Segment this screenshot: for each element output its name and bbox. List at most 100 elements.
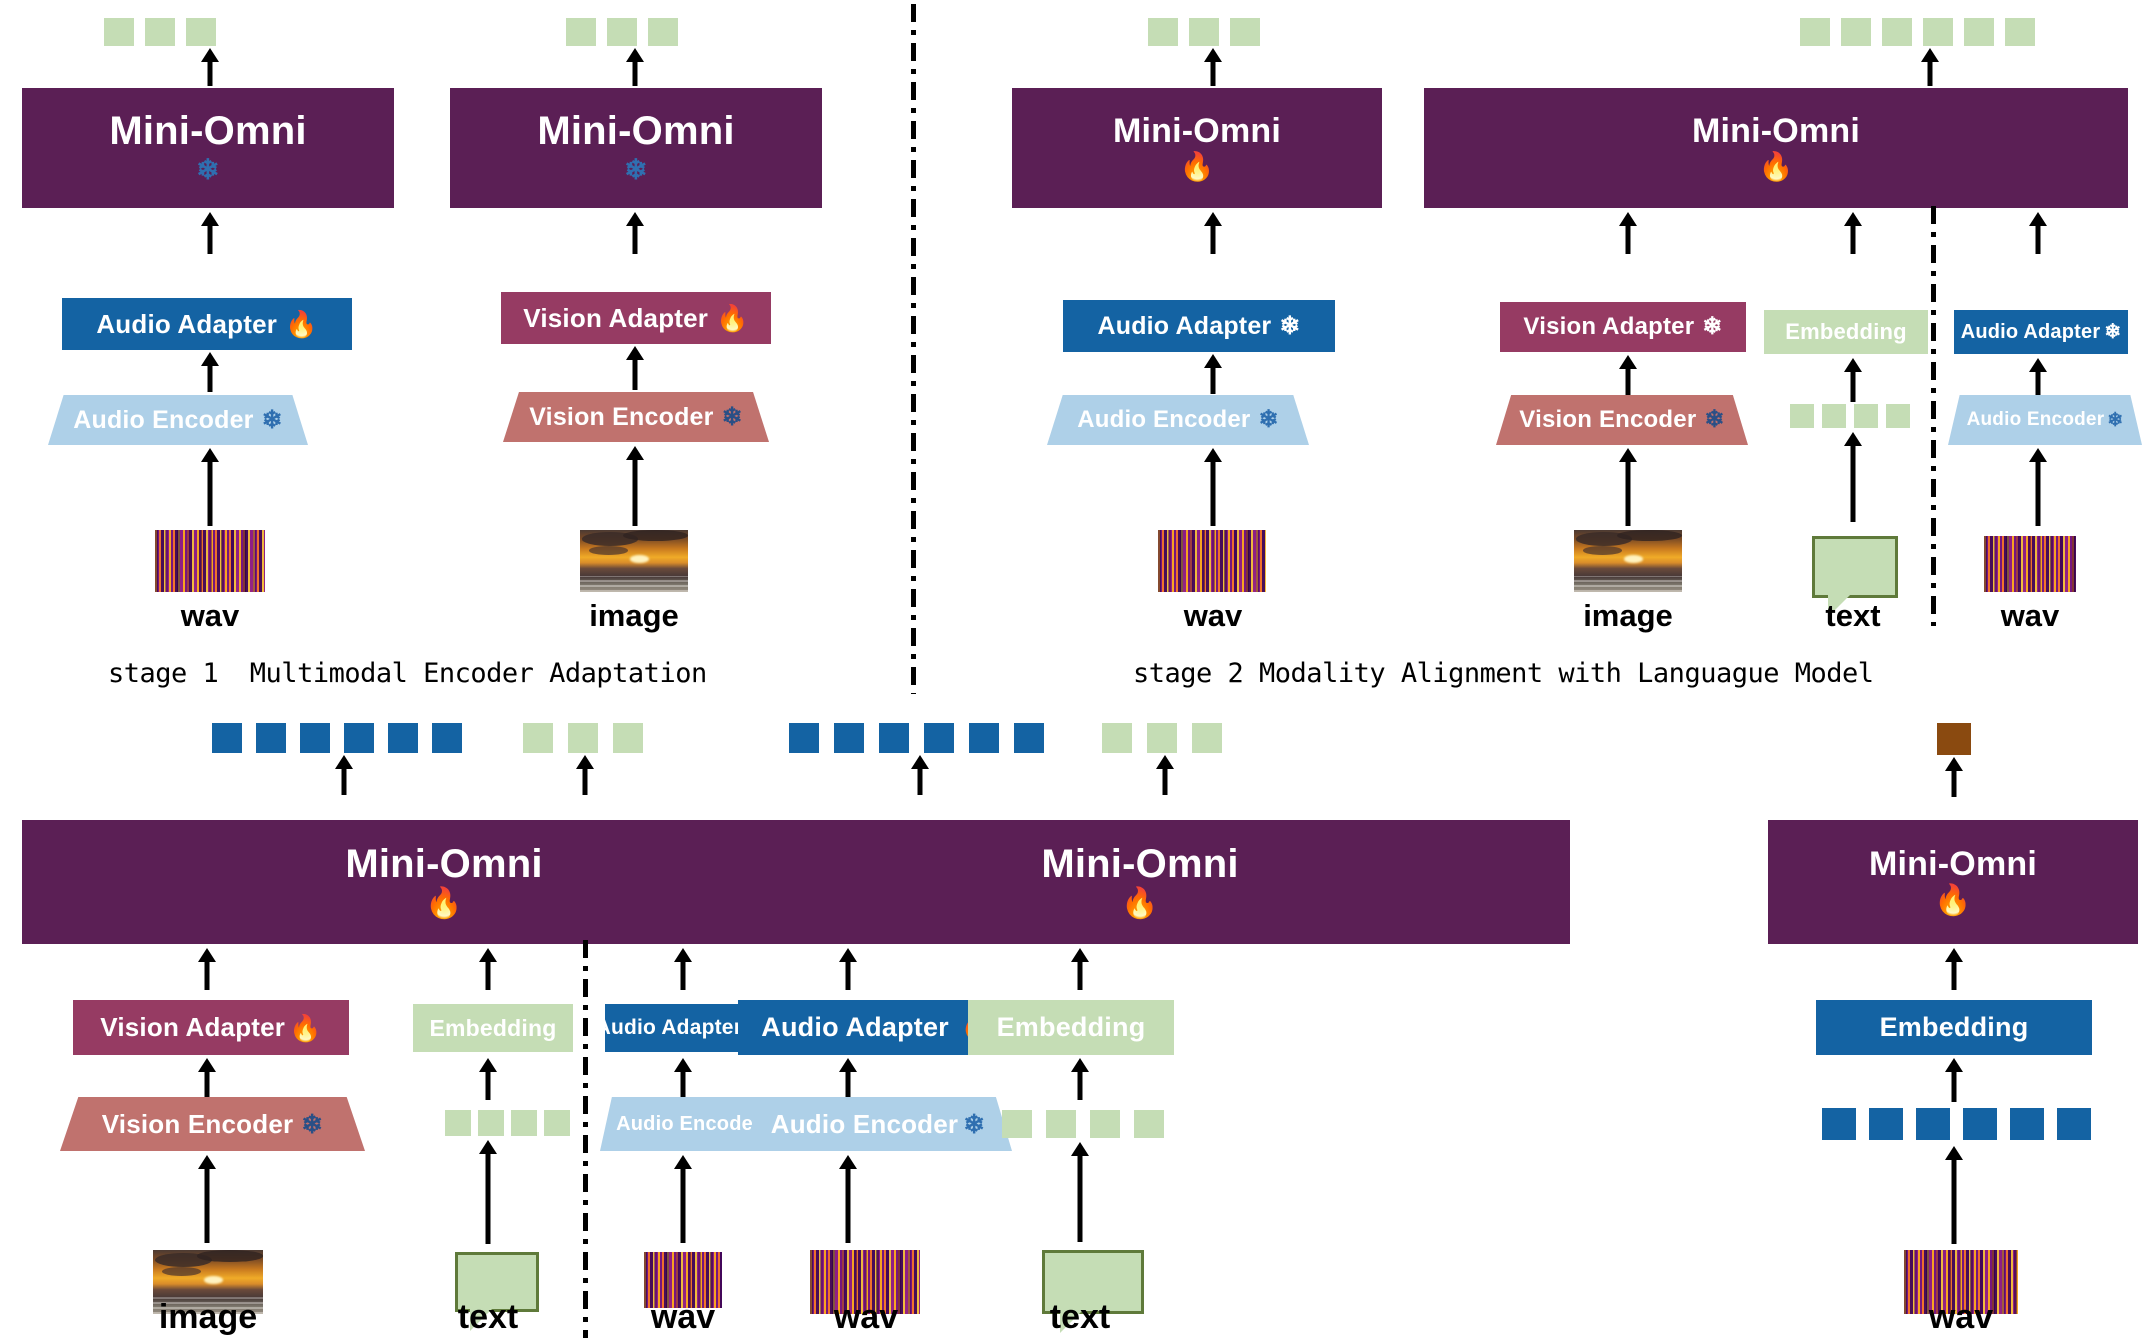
stage2-caption: stage 2 Modality Alignment with Languagu… [1133, 658, 1874, 689]
audio-encoder-block: Audio Encoder ❄ [744, 1097, 1012, 1151]
flow-arrow [1944, 1146, 1964, 1244]
text-token [445, 1110, 471, 1136]
model-title: Mini-Omni [1113, 111, 1281, 150]
output-token [523, 723, 553, 753]
audio-encoder-label: Audio Encoder [616, 1112, 761, 1135]
output-token [1147, 723, 1177, 753]
output-token [432, 723, 462, 753]
output-token [879, 723, 909, 753]
vision-encoder-label: Vision Encoder [1519, 406, 1697, 433]
input-label-text: text [1049, 1298, 1111, 1336]
output-token-audio [1937, 723, 1971, 755]
audio-adapter-block: Audio Adapter 🔥 [62, 298, 352, 350]
flow-arrow [1944, 948, 1964, 990]
audio-encoder-label: Audio Encoder [1966, 409, 2105, 430]
output-token [1841, 18, 1871, 46]
embedding-label: Embedding [1785, 319, 1907, 344]
output-token [1102, 723, 1132, 753]
output-token [145, 18, 175, 46]
flow-arrow [673, 1058, 693, 1100]
flow-arrow [1203, 212, 1223, 254]
flame-icon: 🔥 [285, 309, 318, 339]
frozen-icon: ❄ [1258, 406, 1279, 433]
model-block-mini-omni: Mini-Omni 🔥 [710, 820, 1570, 944]
panel-divider [911, 4, 916, 694]
sub-panel-divider [1931, 206, 1936, 626]
text-token [1822, 404, 1846, 428]
flame-icon: 🔥 [1179, 150, 1215, 182]
embedding-block: Embedding [968, 1000, 1174, 1055]
output-token [1230, 18, 1260, 46]
output-token [566, 18, 596, 46]
input-label-wav: wav [650, 1298, 716, 1336]
flow-arrow [1843, 212, 1863, 254]
input-label-text: text [457, 1298, 519, 1336]
text-bubble-icon [1042, 1250, 1144, 1337]
vision-encoder-block: Vision Encoder ❄ [1496, 395, 1748, 445]
wav-spectrogram-thumbnail [1158, 530, 1266, 592]
image-thumbnail [580, 530, 688, 592]
vision-adapter-label: Vision Adapter [523, 302, 709, 333]
input-label-wav: wav [2000, 598, 2060, 633]
vision-adapter-block: Vision Adapter 🔥 [501, 292, 771, 344]
stage1-caption: stage 1 Multimodal Encoder Adaptation [108, 658, 707, 689]
flow-arrow [2028, 212, 2048, 254]
output-token [256, 723, 286, 753]
audio-token [1963, 1108, 1997, 1140]
model-title: Mini-Omni [1869, 844, 2037, 883]
wav-spectrogram-thumbnail [644, 1252, 722, 1308]
vision-adapter-block: Vision Adapter 🔥 [73, 1000, 349, 1055]
output-token [104, 18, 134, 46]
embedding-label: Embedding [1879, 1012, 2029, 1042]
text-token [1854, 404, 1878, 428]
frozen-icon: ❄ [1702, 313, 1723, 340]
frozen-icon: ❄ [261, 405, 283, 434]
frozen-icon: ❄ [624, 153, 648, 185]
text-token [1046, 1110, 1076, 1138]
output-token [1923, 18, 1953, 46]
output-token [300, 723, 330, 753]
flow-arrow [478, 1140, 498, 1244]
flow-arrow [1070, 948, 1090, 990]
flow-arrow [1944, 757, 1964, 797]
flow-arrow [838, 948, 858, 990]
flow-arrow [1920, 48, 1940, 86]
text-token [1134, 1110, 1164, 1138]
output-token [1800, 18, 1830, 46]
audio-token [1916, 1108, 1950, 1140]
audio-token [1869, 1108, 1903, 1140]
text-token [478, 1110, 504, 1136]
frozen-icon: ❄ [963, 1109, 986, 1139]
flow-arrow [1618, 448, 1638, 526]
output-token [1882, 18, 1912, 46]
image-thumbnail [153, 1250, 263, 1314]
output-token [1189, 18, 1219, 46]
flow-arrow [197, 1155, 217, 1243]
model-block-mini-omni: Mini-Omni 🔥 [1012, 88, 1382, 208]
input-label-image: image [158, 1298, 258, 1336]
flow-arrow [334, 755, 354, 795]
flow-arrow [478, 948, 498, 990]
audio-adapter-label: Audio Adapter [761, 1012, 949, 1042]
flow-arrow [625, 212, 645, 254]
output-token [648, 18, 678, 46]
embedding-block: Embedding [1816, 1000, 2092, 1055]
output-token [568, 723, 598, 753]
output-token [969, 723, 999, 753]
audio-encoder-block: Audio Encoder ❄ [1948, 395, 2142, 445]
model-title: Mini-Omni [1041, 841, 1239, 886]
frozen-icon: ❄ [1279, 311, 1301, 340]
output-token [613, 723, 643, 753]
input-label-wav: wav [833, 1298, 899, 1336]
output-token [1192, 723, 1222, 753]
flow-arrow [1070, 1142, 1090, 1242]
flame-icon: 🔥 [289, 1012, 322, 1043]
flow-arrow [200, 352, 220, 392]
flow-arrow [1618, 212, 1638, 254]
audio-encoder-label: Audio Encoder [1077, 406, 1251, 433]
flow-arrow [1843, 432, 1863, 522]
embedding-block: Embedding [413, 1004, 573, 1052]
audio-token [1822, 1108, 1856, 1140]
flame-icon: 🔥 [1758, 150, 1794, 182]
vision-encoder-block: Vision Encoder ❄ [503, 392, 769, 442]
